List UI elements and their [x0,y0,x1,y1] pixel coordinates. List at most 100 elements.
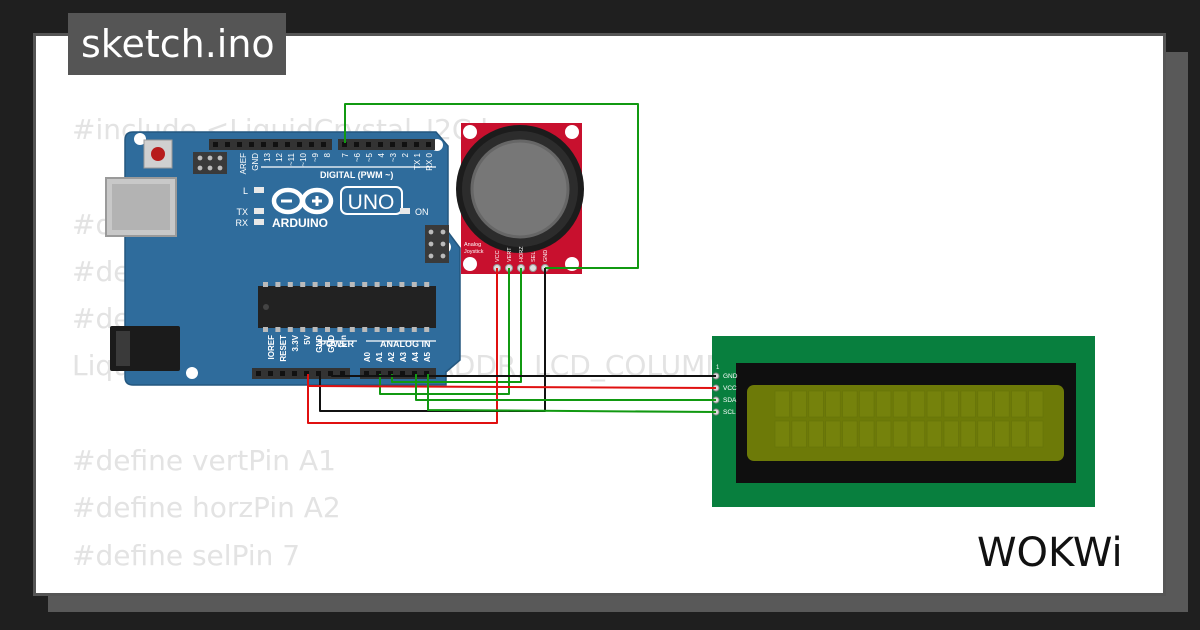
header-hole [304,371,309,376]
chip-pin [349,327,355,332]
lcd-cell [977,420,993,448]
preview-frame: #include <LiquidCrystal_I2C.h>#define I2… [33,33,1166,596]
digital-pin-label: ~9 [311,152,320,162]
lcd-pin-index: 1 [716,365,720,371]
lcd-pin-scl: SCL [723,409,736,416]
joystick-pin-label: VCC [495,250,501,262]
chip-pin [399,282,405,287]
led-l [254,187,264,193]
led-on-label: ON [415,207,429,217]
chip-pin [337,282,343,287]
digital-pin-label: ~5 [365,152,374,162]
icsp-header-top [193,152,227,174]
power-header[interactable] [252,368,350,379]
lcd-pin-vcc: VCC [723,385,737,392]
led-rx [254,219,264,225]
header-hole [321,142,326,147]
led-tx-label: TX [236,207,248,217]
digital-header-low[interactable] [338,139,435,150]
digital-pin-label: 8 [323,152,332,157]
lcd-cell [994,390,1010,418]
wire-lcd-gnd[interactable] [331,374,716,377]
arduino-infinity-icon [271,187,334,215]
wire-joystick-vcc[interactable] [307,268,498,424]
chip-pin [275,282,281,287]
power-label: POWER [320,339,355,349]
lcd-cell [808,420,824,448]
analog-pin-label: A0 [363,351,372,362]
header-hole [402,142,407,147]
lcd-cell [909,390,926,418]
power-pin-label: RESET [279,335,288,362]
chip-pin [424,282,430,287]
wire-lcd-sda[interactable] [415,374,716,401]
lcd-cell [977,390,993,418]
analog-pin-label: A4 [411,351,420,362]
lcd-cell [842,390,858,418]
lcd-cell [876,420,892,448]
joystick-label-line1: Analog [464,242,481,248]
header-hole [364,371,369,376]
digital-header-high[interactable] [209,139,332,150]
lcd-cell [926,390,942,418]
header-hole [249,142,254,147]
header-hole [376,371,381,376]
lcd-cell [1028,420,1044,448]
lcd-cell [943,390,959,418]
lcd-cell [774,390,790,418]
chip-pin [349,282,355,287]
chip-pin [275,327,281,332]
header-hole [292,371,297,376]
mounting-hole [134,133,146,145]
chip-pin [411,282,417,287]
lcd-cell [859,420,875,448]
wire-horz-to-a2[interactable] [391,268,522,383]
header-hole [328,371,333,376]
lcd-cell [876,390,892,418]
header-hole [213,142,218,147]
file-name-tab[interactable]: sketch.ino [68,13,286,75]
led-l-label: L [243,186,248,196]
header-hole [426,142,431,147]
wire-lcd-scl[interactable] [427,374,717,413]
chip-pin [387,282,392,287]
usb-connector-inner [112,184,170,230]
analog-header[interactable] [360,368,436,379]
header-hole [225,142,230,147]
digital-pin-label: ~3 [389,152,398,162]
wire-vert-to-a1[interactable] [379,268,510,395]
header-hole [309,142,314,147]
chip-pin [325,282,330,287]
digital-pin-label: RX 0 [425,152,434,170]
analog-pin-label: A1 [375,351,384,362]
header-hole [285,142,290,147]
chip-pin [387,327,392,332]
header-hole [412,371,417,376]
wires [307,103,717,424]
chip-pin [399,327,405,332]
wire-sel-to-d7[interactable] [344,103,639,269]
wire-lcd-vcc[interactable] [307,385,717,389]
digital-pin-label: 2 [401,152,410,157]
lcd1602-display[interactable]: 1 GND VCC SDA SCL [712,336,1095,507]
joystick-knob[interactable] [472,141,568,237]
atmega-chip [258,282,436,332]
power-pin-label: GND [315,335,324,353]
uno-model-text: UNO [348,191,395,214]
lcd-pin-gnd: GND [723,373,738,380]
power-pin-label: 3.3V [291,334,300,351]
chip-pin [374,282,380,287]
bottom-header-holes [256,371,429,376]
header-hole [424,371,429,376]
digital-pin-label: ~6 [353,152,362,162]
code-line: #define horzPin A2 [72,491,341,525]
header-hole [378,142,383,147]
digital-pin-label: 7 [341,152,350,157]
lcd-cell [943,420,959,448]
lcd-cell [825,420,841,448]
header-hole [354,142,359,147]
